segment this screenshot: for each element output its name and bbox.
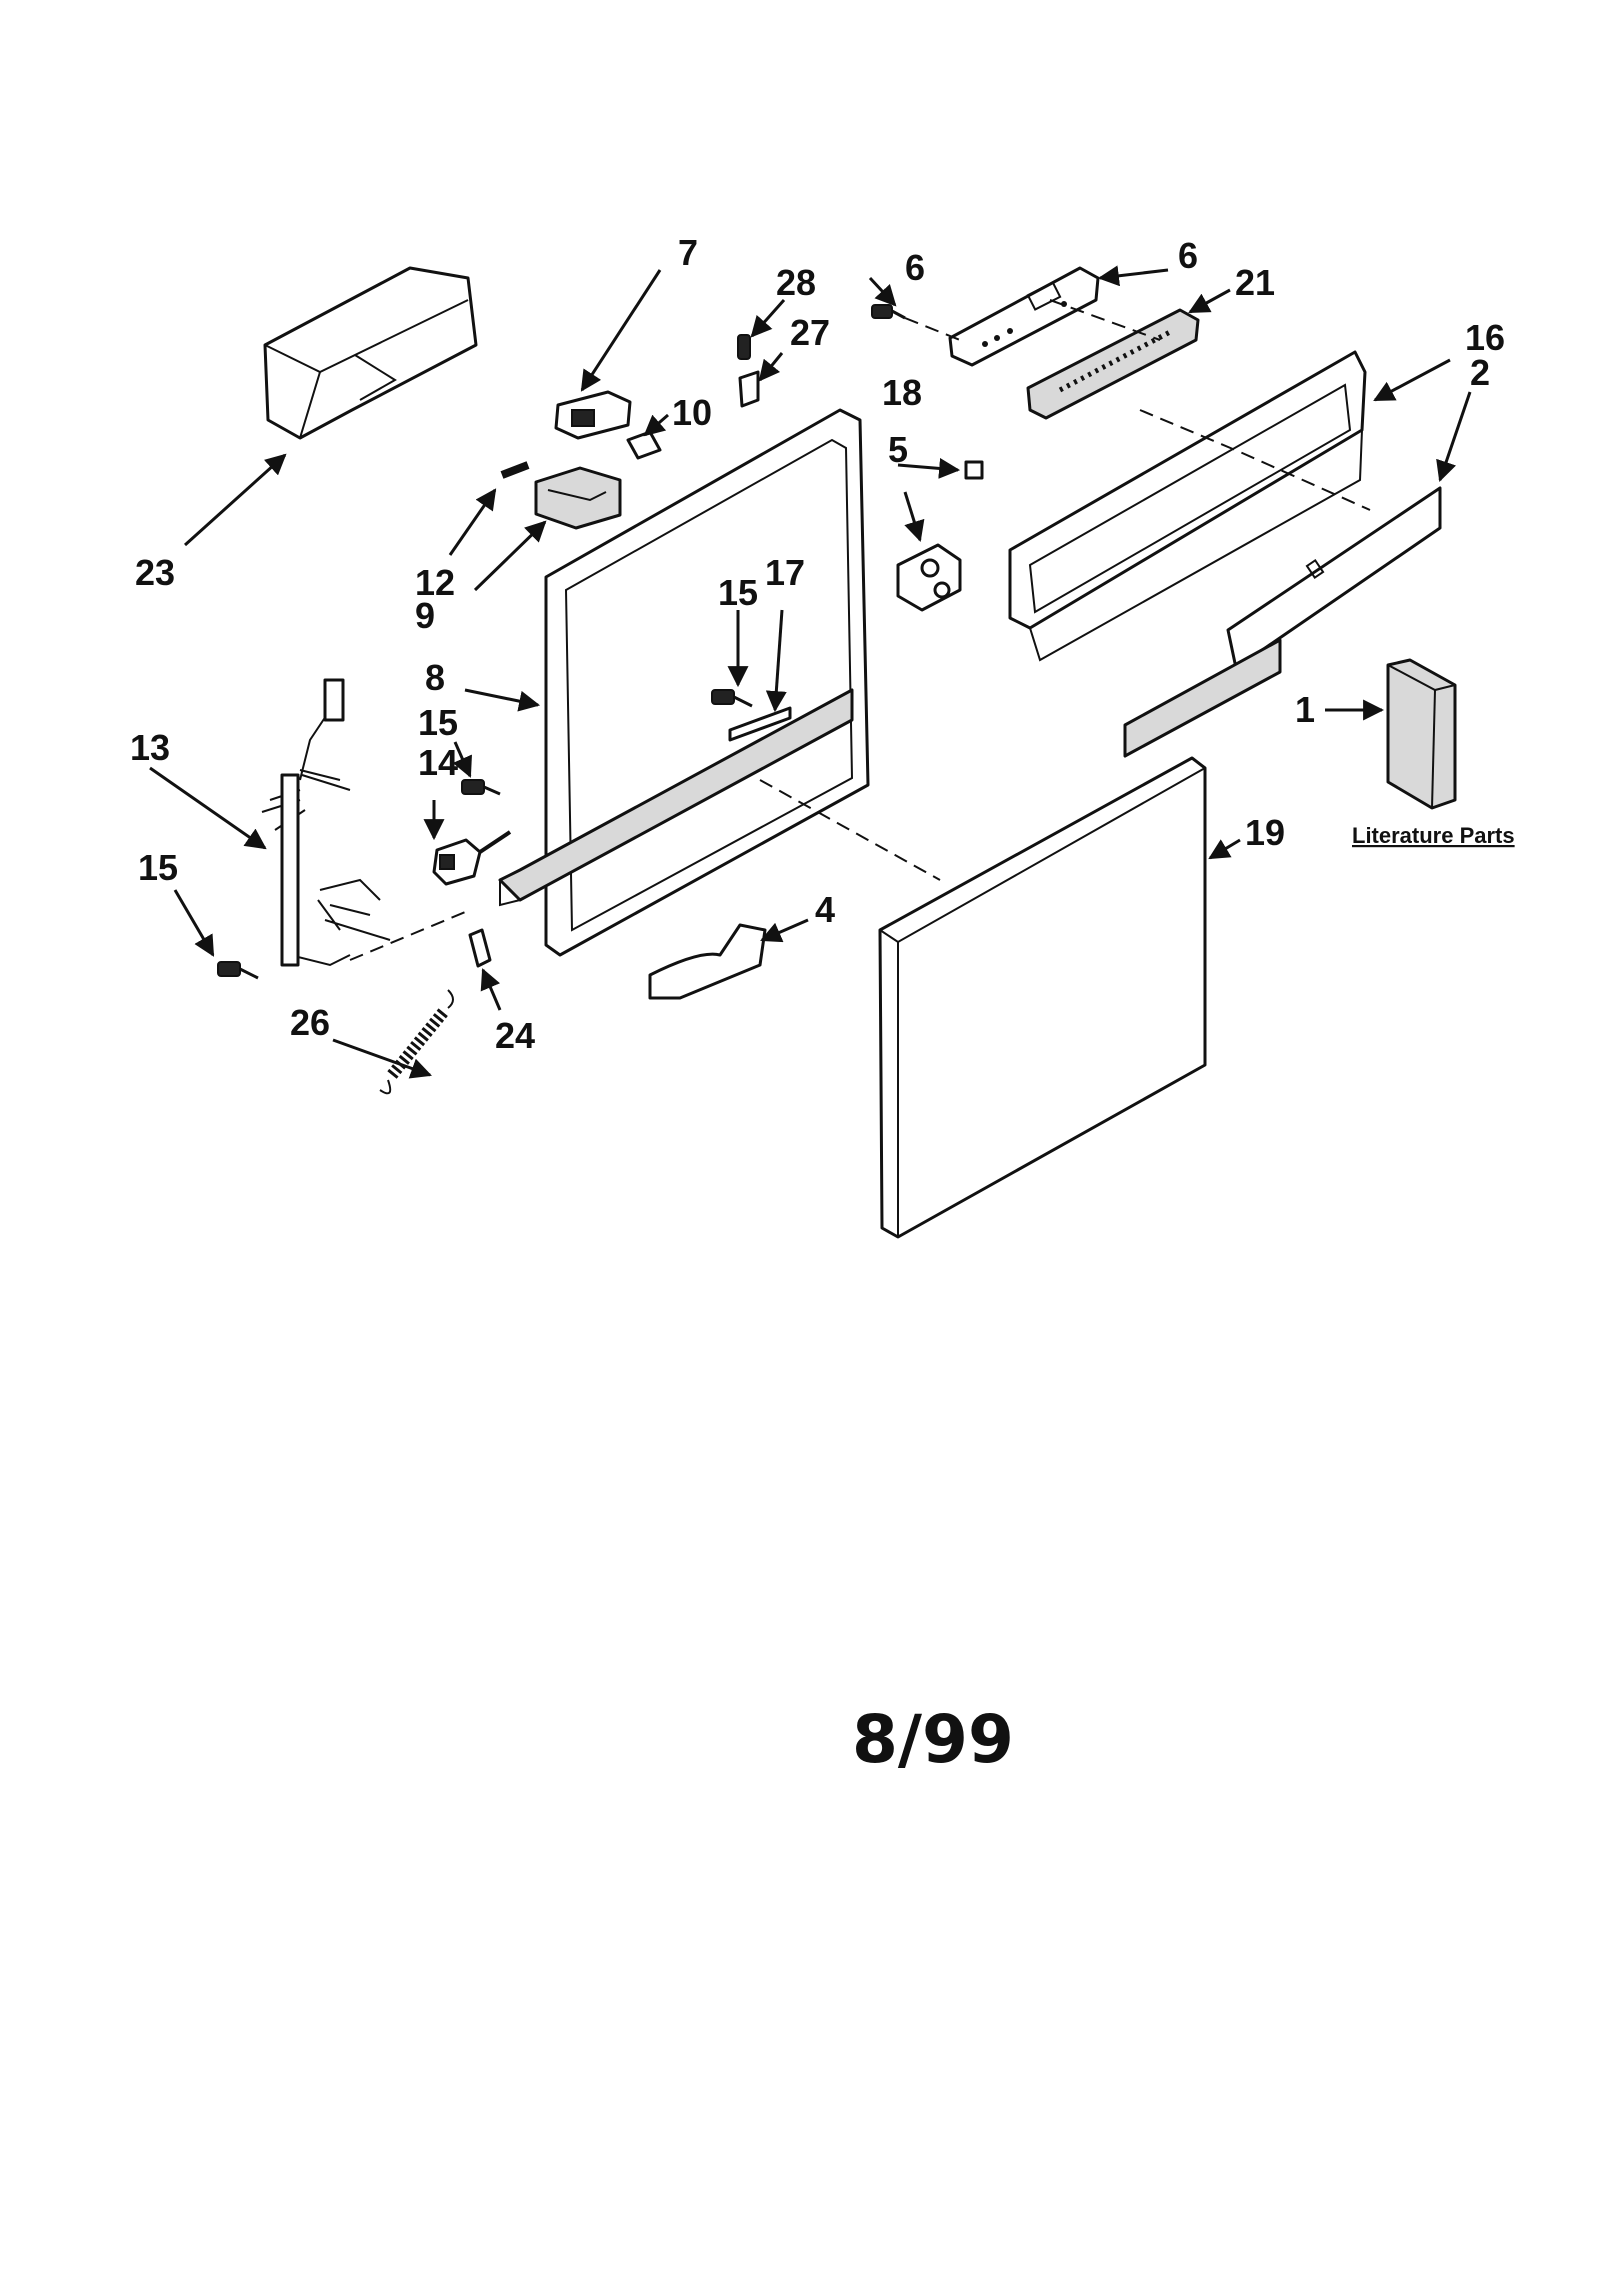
part-15-screw-a	[461, 779, 501, 796]
part-15-screw-c	[217, 961, 259, 980]
part-10-latch	[534, 466, 622, 530]
part-strip-under-console	[1123, 638, 1282, 758]
callout-1: 1	[1295, 689, 1315, 730]
callout-5: 5	[888, 429, 908, 470]
callout-6: 6	[1178, 235, 1198, 276]
callout-21: 21	[1235, 262, 1275, 303]
literature-parts-label: Literature Parts	[1352, 823, 1515, 848]
callout-26: 26	[290, 1002, 330, 1043]
part-2-panel-overlay	[1226, 486, 1442, 670]
leader-arrows	[149, 265, 1472, 1079]
alignment-lines	[349, 299, 1371, 961]
part-21-control-board	[1026, 308, 1200, 420]
part-14-switch	[432, 830, 512, 886]
callout-14: 14	[418, 742, 458, 783]
callout-11: 10	[672, 392, 712, 433]
part-8-door-frame	[498, 408, 870, 957]
callout-17: 17	[765, 552, 805, 593]
callout-9: 7	[678, 232, 698, 273]
callout-2: 2	[1470, 352, 1490, 393]
part-19-door-panel	[878, 756, 1207, 1239]
callout-15-c: 15	[718, 572, 758, 613]
part-11-clip	[626, 430, 662, 460]
part-24-clip	[468, 928, 492, 968]
callout-10: 9	[415, 595, 435, 636]
callout-labels: 23 7 28 27 10 12 9 8 15 14 13 15 15 17 2…	[130, 232, 1515, 1778]
part-1-literature	[1386, 658, 1457, 810]
part-23-duct-cover	[263, 266, 478, 440]
callout-18: 18	[882, 372, 922, 413]
callout-4: 4	[815, 889, 835, 930]
part-27-bracket	[738, 370, 760, 408]
callout-7: 6	[905, 247, 925, 288]
part-7-screw	[871, 304, 906, 320]
callout-15-b: 15	[138, 847, 178, 888]
callout-16: 16	[1465, 317, 1505, 358]
part-16-console	[1008, 350, 1367, 662]
callout-8: 8	[425, 657, 445, 698]
callout-19: 19	[1245, 812, 1285, 853]
part-17-strip	[728, 706, 792, 742]
callout-23: 23	[135, 552, 175, 593]
callout-28: 28	[776, 262, 816, 303]
date-code: 8/99	[852, 1701, 1014, 1778]
part-5-switch	[896, 543, 962, 612]
callout-15-a: 15	[418, 702, 458, 743]
part-26-spring	[379, 989, 454, 1095]
callout-12: 12	[415, 562, 455, 603]
part-18-button	[964, 460, 984, 480]
part-4-hinge	[648, 923, 767, 1000]
part-12-pin	[500, 461, 530, 479]
part-13-wire-harness	[261, 678, 391, 967]
part-15-screw-b	[711, 689, 753, 708]
part-6-control-panel	[948, 266, 1100, 367]
part-28-spring	[737, 334, 751, 360]
callout-27: 27	[790, 312, 830, 353]
callout-13: 13	[130, 727, 170, 768]
callout-24: 24	[495, 1015, 535, 1056]
part-9-bracket	[554, 390, 632, 440]
